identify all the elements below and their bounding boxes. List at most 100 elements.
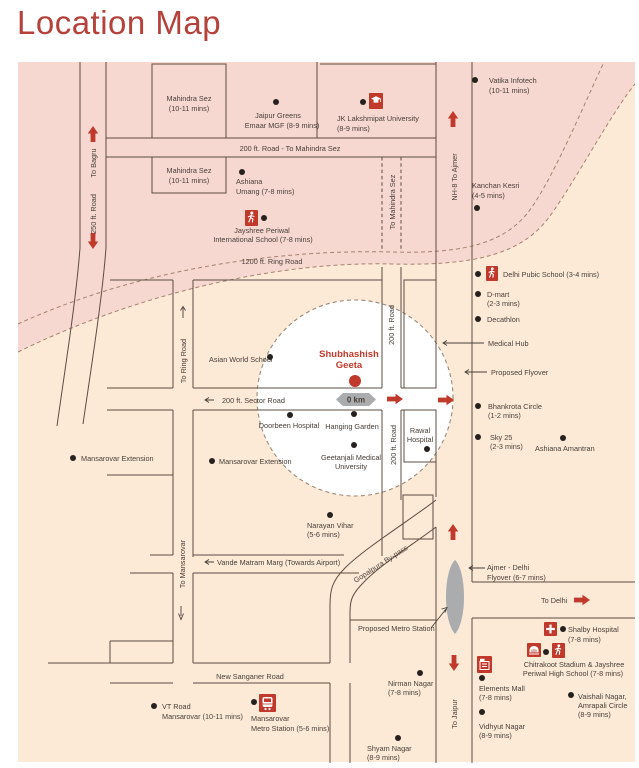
landmark-chitrakoot-l2: Periwal High School (7-8 mins)	[523, 669, 623, 678]
landmark-dot	[273, 99, 279, 105]
landmark-dot	[267, 354, 273, 360]
note-ajmer-flyover-l2: Flyover (6-7 mins)	[487, 573, 546, 582]
landmark-nirman-l1: Nirman Nagar	[388, 679, 434, 688]
road-label-to-mansarovar: To Mansarovar	[178, 539, 187, 588]
landmark-vatika-l1: Vatika Infotech	[489, 76, 537, 85]
leader-medical-hub	[442, 340, 484, 346]
landmark-mahindra2-l2: (10-11 mins)	[169, 176, 209, 185]
project-marker: Shubhashish Geeta	[319, 349, 379, 387]
landmark-narayan-l1: Narayan Vihar	[307, 521, 354, 530]
arrow-left-vande-icon	[204, 559, 214, 565]
landmark-dot	[424, 446, 430, 452]
landmark-shyam-l2: (8-9 mins)	[367, 753, 400, 762]
landmark-narayan-l2: (5-6 mins)	[307, 530, 340, 539]
hospital-cross-icon	[544, 622, 557, 636]
note-proposed-flyover: Proposed Flyover	[491, 368, 549, 377]
running-person-icon	[486, 266, 498, 281]
landmark-jk-univ-l1: JK Lakshmipat University	[337, 114, 419, 123]
landmark-rawal-l2: Hospital	[407, 435, 434, 444]
graduation-cap-icon	[369, 93, 383, 109]
landmark-shalby-l1: Shalby Hospital	[568, 625, 619, 634]
landmark-hanging-l1: Hanging Garden	[325, 422, 379, 431]
landmark-dot	[560, 435, 566, 441]
block-top-edges	[316, 62, 436, 138]
running-person-icon	[245, 210, 258, 226]
landmark-dot	[151, 703, 157, 709]
landmark-jaipur-greens-l1: Jaipur Greens	[255, 111, 301, 120]
landmark-rawal-l1: Rawal	[410, 426, 431, 435]
zero-km-badge	[336, 393, 376, 406]
landmark-dot	[475, 291, 481, 297]
landmark-jaipur-greens-l2: Emaar MGF (8-9 mins)	[245, 121, 320, 130]
metro-train-icon	[259, 694, 276, 712]
stadium-icon	[527, 643, 541, 657]
running-person-icon	[552, 643, 565, 658]
road-label-ring: 1200 ft. Ring Road	[242, 257, 303, 266]
landmark-mans-ext-left-l1: Mansarovar Extension	[81, 454, 154, 463]
leader-proposed-flyover	[464, 369, 487, 375]
landmark-dot	[472, 77, 478, 83]
landmark-dot	[287, 412, 293, 418]
block-east-of-200ft	[403, 279, 437, 389]
landmark-kanchan-l2: (4-5 mins)	[472, 191, 505, 200]
landmark-mans-ext-right-l1: Mansarovar Extension	[219, 457, 292, 466]
landmark-dot	[261, 215, 267, 221]
landmark-dot	[475, 271, 481, 277]
landmark-vaishali-l1: Vaishali Nagar,	[578, 692, 627, 701]
road-label-200ft-top: 200 ft. Road - To Mahindra Sez	[240, 144, 341, 153]
road-label-200ft-upper: 200 ft. Road	[387, 305, 396, 345]
landmark-dot	[560, 626, 566, 632]
block-below-circle	[402, 494, 434, 540]
landmark-bhankrota-l2: (1-2 mins)	[488, 411, 521, 420]
landmark-asian-world-l1: Asian World School	[209, 355, 273, 364]
landmark-dot	[351, 442, 357, 448]
landmark-shyam-l1: Shyam Nagar	[367, 744, 412, 753]
landmark-sky25-l2: (2-3 mins)	[490, 442, 523, 451]
landmark-doorbeen-l1: Doorbeen Hospital	[259, 421, 320, 430]
road-200ft-central	[381, 267, 402, 556]
block-mahindra-sez-2	[151, 156, 227, 194]
ring-road-outer-line	[17, 83, 636, 353]
landmark-dot	[479, 709, 485, 715]
road-to-mansarovar	[107, 410, 194, 663]
landmark-dot	[475, 434, 481, 440]
road-label-to-bagru: To Bagru	[89, 148, 98, 177]
project-name-line1: Shubhashish	[319, 349, 379, 360]
landmark-vidhyut-l2: (8-9 mins)	[479, 731, 512, 740]
ring-road-inner-line	[17, 61, 605, 325]
road-label-200ft-lower: 200 ft. Road	[389, 425, 398, 465]
landmark-dot	[479, 675, 485, 681]
landmark-mahindra2-l1: Mahindra Sez	[166, 166, 211, 175]
arrow-down-to-mansarovar-icon	[178, 606, 184, 621]
road-label-250ft: 250 ft. Road	[89, 194, 98, 234]
project-dot-icon	[349, 375, 361, 387]
landmark-sky25-l1: Sky 25	[490, 433, 512, 442]
arrow-left-sector-icon	[204, 397, 214, 403]
road-to-ring	[110, 279, 382, 388]
landmark-nirman-l2: (7-8 mins)	[388, 688, 421, 697]
landmark-vt-road-l1: VT Road	[162, 702, 191, 711]
road-label-vande: Vande Matram Marg (Towards Airport)	[217, 558, 340, 567]
landmark-ashiana-umang-l2: Umang (7-8 mins)	[236, 187, 294, 196]
road-label-to-mahindra: To Mahindra Sez	[388, 174, 397, 229]
note-ajmer-flyover-l1: Ajmer - Delhi	[487, 563, 530, 572]
landmark-mahindra1-l1: Mahindra Sez	[166, 94, 211, 103]
landmarks: Mahindra Sez (10-11 mins) Mahindra Sez (…	[70, 76, 627, 762]
landmark-geetanjali-l2: University	[335, 462, 367, 471]
note-medical-hub: Medical Hub	[488, 339, 529, 348]
road-label-to-delhi: To Delhi	[541, 596, 568, 605]
landmark-dmart-l1: D-mart	[487, 290, 509, 299]
page-title: Location Map	[17, 4, 222, 41]
landmark-geetanjali-l1: Geetanjali Medical	[321, 453, 381, 462]
note-proposed-metro: Proposed Metro Station	[358, 624, 435, 633]
landmark-dmart-l2: (2-3 mins)	[487, 299, 520, 308]
road-vande-matram	[130, 554, 359, 574]
mall-icon	[477, 656, 492, 673]
road-network	[48, 62, 635, 763]
landmark-dot	[351, 411, 357, 417]
landmark-decathlon-l1: Decathlon	[487, 315, 520, 324]
landmark-vidhyut-l1: Vidhyut Nagar	[479, 722, 526, 731]
leader-proposed-metro	[430, 606, 448, 629]
zero-km-label: 0 km	[347, 396, 365, 405]
